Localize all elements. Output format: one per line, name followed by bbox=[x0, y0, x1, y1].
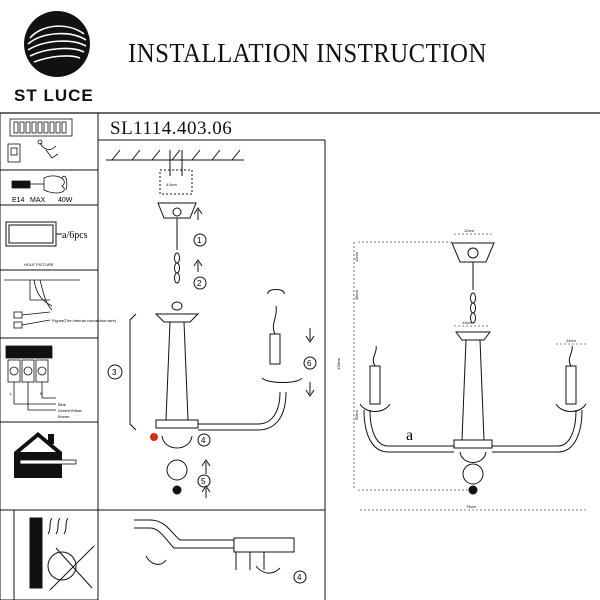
step-2: 2 bbox=[197, 279, 202, 288]
terminal-n-label: N bbox=[40, 391, 43, 396]
house-icon bbox=[14, 432, 77, 478]
arm-width-dimension: 14cm bbox=[566, 338, 576, 343]
dimension-lines bbox=[353, 233, 588, 511]
chandelier-dimension-drawing bbox=[359, 242, 587, 495]
bulb-count: a/6pcs bbox=[62, 230, 88, 241]
heat-warning-icon bbox=[29, 517, 95, 591]
page-title: INSTALLATION INSTRUCTION bbox=[128, 38, 487, 68]
wire-warning-icon bbox=[150, 433, 158, 441]
canopy-width-dimension: 12cm bbox=[464, 228, 474, 233]
lamp-base-text: E14 bbox=[12, 197, 25, 204]
cup-width-dimension: 12cm bbox=[462, 320, 472, 325]
step-4-bottom: 4 bbox=[297, 573, 302, 582]
total-width-dimension: 74cm bbox=[466, 504, 476, 509]
hole-picture-label: HOLE PICTURE bbox=[24, 262, 54, 267]
total-height-dimension: 128cm bbox=[336, 357, 341, 370]
terminal-l-label: L bbox=[10, 391, 13, 396]
brand-logo-icon bbox=[24, 11, 90, 77]
step-5: 5 bbox=[201, 477, 206, 486]
ceiling-mount-icon: 4.6cm bbox=[106, 149, 317, 584]
wiring-figure-icon bbox=[4, 279, 80, 329]
part-label-a: a bbox=[406, 427, 413, 444]
chain-height-dimension: 46cm bbox=[354, 290, 359, 300]
wire-green-yellow-label: Green/Yellow bbox=[58, 408, 82, 413]
mount-width-text: 4.6cm bbox=[166, 182, 178, 187]
top-height-dimension: 12cm bbox=[354, 252, 359, 262]
step-6: 6 bbox=[307, 359, 312, 368]
step-4: 4 bbox=[201, 436, 206, 445]
brand-name: ST LUCE bbox=[14, 86, 94, 105]
candle-bulb-icon bbox=[11, 175, 68, 194]
lamp-power-text: 40W bbox=[58, 197, 73, 204]
bulb-pack-icon bbox=[5, 221, 62, 247]
step-1: 1 bbox=[197, 236, 202, 245]
wire-brown-label: Brown bbox=[58, 414, 69, 419]
terminal-block-icon bbox=[7, 118, 73, 163]
figure-note: Figure(The internal connection wire) bbox=[52, 318, 117, 323]
model-number: SL1114.403.06 bbox=[110, 118, 233, 139]
body-height-dimension: 50cm bbox=[354, 410, 359, 420]
arm-assembly-icon bbox=[134, 519, 295, 574]
terminal-diagram-icon bbox=[5, 345, 56, 411]
step-3: 3 bbox=[112, 368, 117, 377]
lamp-max-text: MAX bbox=[30, 197, 46, 204]
wire-blue-label: Blue bbox=[58, 402, 67, 407]
